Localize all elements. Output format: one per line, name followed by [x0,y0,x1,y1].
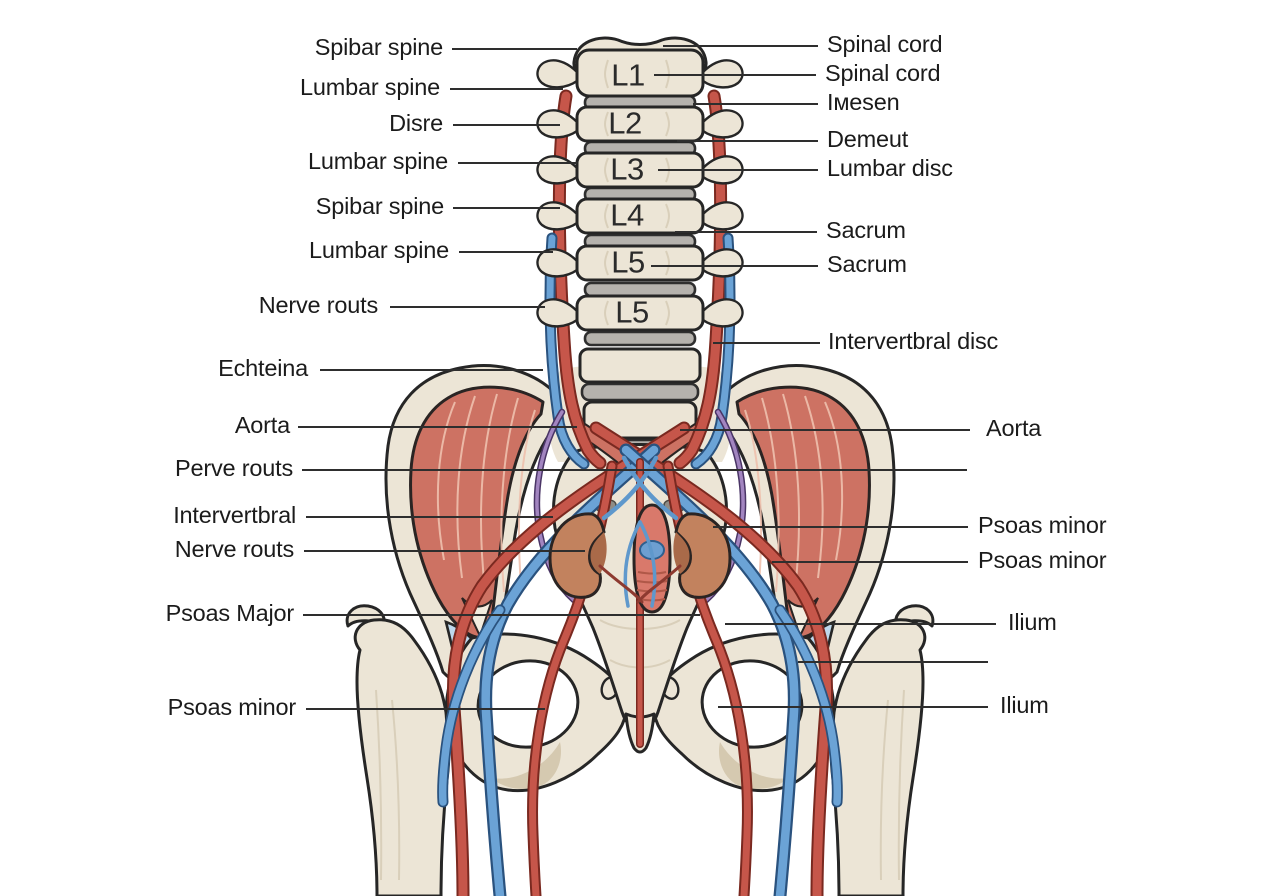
anatomy-label-left-0: Spibar spine [314,34,443,61]
vertebra-label-1: L2 [608,105,642,141]
anatomy-label-right-10: Psoas minor [978,547,1107,574]
anatomy-label-right-1: Spinal cord [825,60,941,87]
vertebra-label-0: L1 [611,57,645,93]
anatomy-label-left-12: Psoas Major [165,600,295,627]
anatomy-label-left-8: Aorta [234,412,290,439]
organs-group [548,455,732,614]
vertebra-label-2: L3 [610,151,644,187]
anatomy-label-right-5: Sacrum [826,217,906,244]
anatomy-label-right-0: Spinal cord [827,31,943,58]
spine-group [535,36,745,464]
anatomy-label-right-9: Psoas minor [978,512,1107,539]
anatomy-label-right-3: Demeut [827,126,909,153]
anatomy-label-right-6: Sacrum [827,251,907,278]
anatomy-label-left-11: Nerve routs [174,536,294,563]
anatomy-label-left-7: Echteina [218,355,308,382]
anatomy-label-right-7: Intervertbral disc [828,328,999,355]
anatomy-label-left-5: Lumbar spine [309,237,449,264]
anatomy-label-left-10: Intervertbral [173,502,296,529]
anatomy-label-left-13: Psoas minor [167,694,297,721]
vertebra-label-4: L5 [611,244,645,280]
anatomy-label-left-3: Lumbar spine [308,148,448,175]
anatomy-label-right-2: Iмesen [827,89,900,116]
anatomy-label-left-9: Perve routs [175,455,293,482]
anatomy-label-left-4: Spibar spine [315,193,444,220]
anatomy-label-right-4: Lumbar disc [827,155,953,182]
vertebra-label-3: L4 [610,197,644,233]
anatomy-label-left-6: Nerve routs [258,292,378,319]
anatomy-label-right-13: Ilium [1000,692,1049,719]
anatomy-label-left-2: Disre [389,110,443,137]
anatomy-label-left-1: Lumbar spine [300,74,440,101]
anatomy-label-right-8: Aorta [986,415,1042,442]
anatomy-label-right-11: Ilium [1008,609,1057,636]
vertebra-label-5: L5 [615,294,649,330]
